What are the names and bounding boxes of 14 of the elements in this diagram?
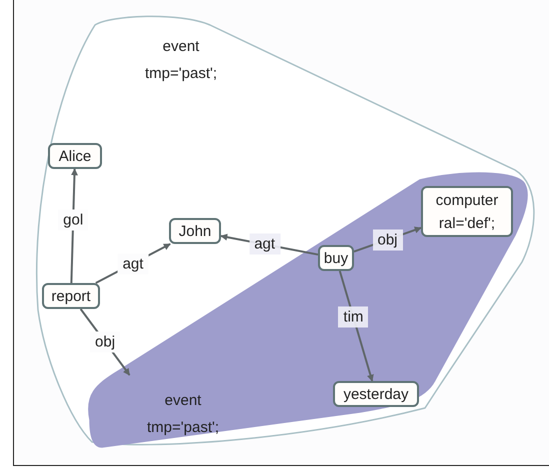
edge-label: agt: [249, 234, 280, 255]
concept-box: John: [169, 218, 221, 244]
concept-box: yesterday: [333, 381, 419, 407]
region-label: tmp='past';: [145, 65, 218, 82]
region-label: tmp='past';: [147, 419, 220, 436]
region-label: event: [164, 392, 202, 409]
concept-box: report: [42, 283, 100, 309]
concept-box: Alice: [48, 143, 102, 169]
concept-box: computer ral='def';: [421, 186, 513, 237]
edge-label: agt: [118, 253, 148, 274]
edge-label: tim: [338, 306, 368, 328]
edge-label: obj: [372, 229, 403, 250]
region-label: event: [162, 38, 200, 55]
concept-box: buy: [318, 245, 354, 271]
